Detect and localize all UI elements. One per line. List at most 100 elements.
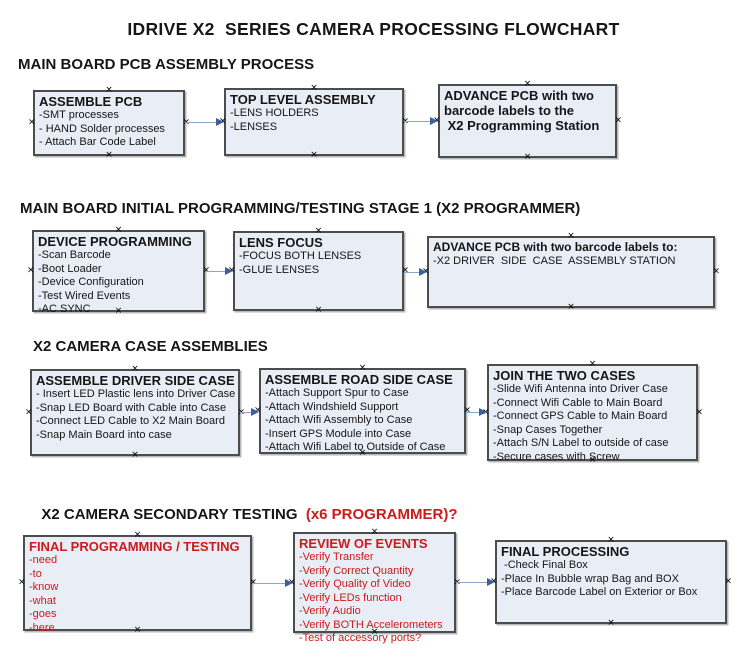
connector-arrow[interactable] [185,117,224,127]
flowchart-title: IDRIVE X2 SERIES CAMERA PROCESSING FLOWC… [127,19,620,39]
connection-point-icon[interactable]: × [463,405,471,416]
arrowhead-icon [216,118,224,126]
connector-arrow[interactable] [240,407,259,417]
connection-point-icon[interactable]: × [607,535,615,545]
connection-point-icon[interactable]: × [523,152,532,162]
box-list-item: -LENSES [230,120,278,133]
connection-point-icon[interactable]: × [114,225,123,235]
box-review-of-events[interactable]: REVIEW OF EVENTS -Verify Transfer-Verify… [288,528,461,645]
box-list-item: -Verify LEDs function [299,591,402,604]
box-final-processing[interactable]: FINAL PROCESSING -Check Final Box-Place … [490,536,732,628]
connection-point-icon[interactable]: × [105,150,113,160]
box-list-item: -what [29,594,56,607]
connection-point-icon[interactable]: × [588,359,597,369]
box-list-item: -X2 DRIVER SIDE CASE ASSEMBLY STATION [433,255,676,267]
box-list-item: - Attach Bar Code Label [39,136,156,148]
connection-point-icon[interactable]: × [114,306,123,316]
connection-point-icon[interactable]: × [358,363,367,373]
box-join-the-two-cases[interactable]: JOIN THE TWO CASES -Slide Wifi Antenna i… [482,360,703,465]
connection-point-icon[interactable]: × [401,116,409,127]
box-advance-pcb-driver-side-station[interactable]: ADVANCE PCB with two barcode labels to: … [422,232,720,312]
heading-red-part: (x6 PROGRAMMER)? [301,506,458,523]
box-title: DEVICE PROGRAMMING [38,234,192,249]
connection-point-icon[interactable]: × [724,576,732,587]
box-items: -X2 DRIVER SIDE CASE ASSEMBLY STATION [433,255,710,269]
box-list-item: -FOCUS BOTH LENSES [239,250,362,262]
connection-point-icon[interactable]: × [607,618,615,628]
section-heading-case-assemblies: X2 CAMERA CASE ASSEMBLIES [33,338,268,355]
box-list-item: -know [29,581,59,593]
box-list-item: -goes [29,608,57,620]
connector-arrow[interactable] [205,266,233,276]
connection-point-icon[interactable]: × [310,150,318,160]
section-heading-initial-programming: MAIN BOARD INITIAL PROGRAMMING/TESTING S… [20,200,581,217]
connection-point-icon[interactable]: × [18,577,26,588]
connection-point-icon[interactable]: × [25,407,33,417]
box-list-item: -Test Wired Events [38,289,131,302]
connection-point-icon[interactable]: × [358,448,367,458]
box-list-item: -Attach Wifi Assembly to Case [265,414,413,426]
connection-point-icon[interactable]: × [310,83,318,93]
connector-arrow[interactable] [404,116,438,126]
box-list-item: -Attach Support Spur to Case [265,387,409,399]
connection-point-icon[interactable]: × [105,85,113,95]
connection-point-icon[interactable]: × [588,455,597,465]
connection-point-icon[interactable]: × [614,115,622,126]
connection-point-icon[interactable]: × [712,266,720,277]
connector-line [185,121,219,123]
connection-point-icon[interactable]: × [182,117,190,128]
box-title: FINAL PROGRAMMING / TESTING [29,539,240,554]
box-items: -SMT processes- HAND Solder processes- A… [39,109,180,150]
box-list-item: -AC SYNC [38,303,91,315]
connection-point-icon[interactable]: × [314,305,323,315]
box-final-programming-testing[interactable]: FINAL PROGRAMMING / TESTING -need-to-kno… [18,531,257,635]
box-list-item: -Attach S/N Label to outside of case [493,437,669,449]
section-heading-secondary-testing: X2 CAMERA SECONDARY TESTING (x6 PROGRAMM… [33,489,458,523]
connection-point-icon[interactable]: × [695,407,703,417]
connector-line [240,411,254,413]
connection-point-icon[interactable]: × [567,231,575,241]
box-title: ASSEMBLE ROAD SIDE CASE [265,372,453,387]
box-list-item: -Test of accessory ports? [299,632,422,644]
box-list-item: -Place Barcode Label on Exterior or Box [501,586,698,598]
connection-point-icon[interactable]: × [314,226,323,236]
box-list-item: -Attach Wifi Label to Outside of Case [265,441,446,453]
box-list-item: -Scan Barcode [38,249,111,261]
connection-point-icon[interactable]: × [131,450,139,460]
box-assemble-driver-side-case[interactable]: ASSEMBLE DRIVER SIDE CASE - Insert LED P… [25,365,245,460]
arrowhead-icon [251,408,259,416]
connection-point-icon[interactable]: × [27,265,35,276]
connection-point-icon[interactable]: × [370,627,379,637]
connector-arrow[interactable] [404,267,427,277]
connection-point-icon[interactable]: × [567,302,575,312]
connection-point-icon[interactable]: × [131,364,139,374]
box-device-programming[interactable]: DEVICE PROGRAMMING -Scan Barcode-Boot Lo… [27,226,210,316]
box-items: -Slide Wifi Antenna into Driver Case-Con… [493,383,693,464]
box-top-level-assembly[interactable]: TOP LEVEL ASSEMBLY -LENS HOLDERS-LENSES … [219,84,409,160]
connection-point-icon[interactable]: × [28,117,36,128]
connector-arrow[interactable] [252,578,293,588]
connector-arrow[interactable] [466,407,487,417]
box-title: JOIN THE TWO CASES [493,368,636,383]
box-advance-pcb-programming-station[interactable]: ADVANCE PCB with two barcode labels to t… [433,80,622,162]
connection-point-icon[interactable]: × [370,527,379,537]
connector-arrow[interactable] [456,577,495,587]
box-lens-focus[interactable]: LENS FOCUS -FOCUS BOTH LENSES-GLUE LENSE… [228,227,409,315]
box-list-item: -Connect LED Cable to X2 Main Board [36,415,225,427]
box-title: ADVANCE PCB with two barcode labels to t… [444,88,600,133]
section-heading-pcb-assembly: MAIN BOARD PCB ASSEMBLY PROCESS [18,56,315,73]
box-list-item: -here [29,621,55,634]
connection-point-icon[interactable]: × [401,265,409,276]
box-assemble-pcb[interactable]: ASSEMBLE PCB -SMT processes- HAND Solder… [28,86,190,160]
connection-point-icon[interactable]: × [133,625,142,635]
connection-point-icon[interactable]: × [523,79,532,89]
box-items: -LENS HOLDERS-LENSES [230,107,399,134]
box-list-item: -Insert GPS Module into Case [265,427,412,440]
box-title: TOP LEVEL ASSEMBLY [230,92,376,107]
box-list-item: -Connect GPS Cable to Main Board [493,410,668,422]
box-list-item: -Check Final Box [501,559,588,571]
connection-point-icon[interactable]: × [133,530,142,540]
box-list-item: -Snap Main Board into case [36,428,172,441]
box-assemble-road-side-case[interactable]: ASSEMBLE ROAD SIDE CASE -Attach Support … [254,364,471,458]
